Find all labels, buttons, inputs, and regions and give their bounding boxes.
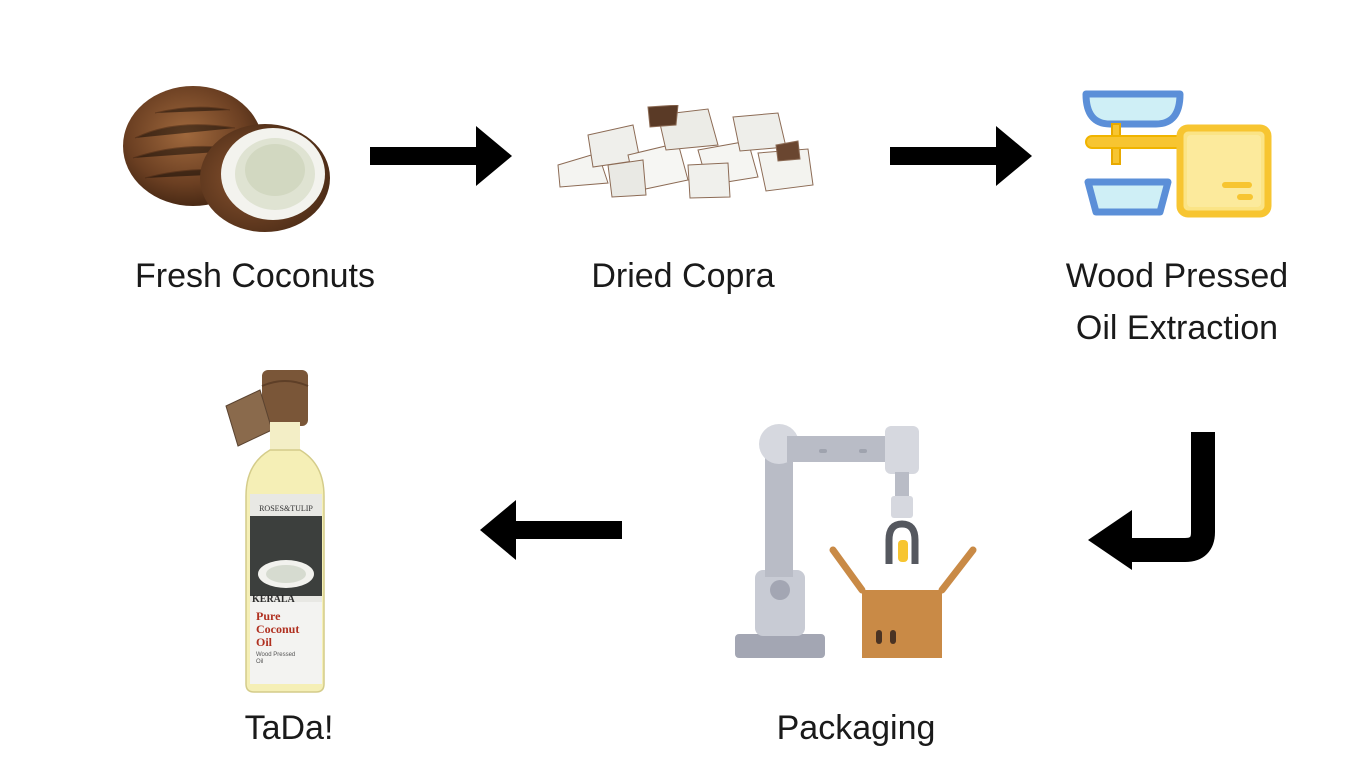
step-label-text-line2: Oil Extraction [1075, 309, 1279, 347]
arrow-right-icon [890, 126, 1032, 186]
arrow-right-icon [370, 126, 512, 186]
oil-press-icon [1082, 90, 1272, 218]
bottle-product-line2: Coconut [256, 622, 300, 636]
step-label-fresh-coconuts: Fresh Coconuts [105, 250, 405, 302]
coconut-icon [123, 86, 330, 232]
bottle-region: KERALA [252, 594, 295, 605]
step-label-dried-copra: Dried Copra [533, 250, 833, 302]
arrow-left-icon [480, 500, 622, 560]
bottle-product-line3: Oil [256, 635, 273, 649]
robot-arm-packaging-icon [735, 424, 977, 658]
bottle-sub1: Wood Pressed [256, 652, 296, 658]
step-label-tada: TaDa! [139, 702, 439, 754]
step-label-text: Dried Copra [591, 257, 775, 295]
bottle-sub2: Oil [256, 659, 264, 665]
copra-icon [557, 105, 814, 199]
step-label-wood-pressed: Wood Pressed Oil Extraction [1027, 250, 1327, 354]
step-label-packaging: Packaging [706, 702, 1006, 754]
step-label-text: Fresh Coconuts [135, 257, 375, 295]
step-label-text: Packaging [776, 709, 936, 747]
bottle-product-line1: Pure [256, 609, 281, 623]
coconut-oil-bottle-icon [225, 370, 325, 693]
arrow-down-left-icon [1088, 432, 1215, 570]
step-label-text: TaDa! [244, 709, 334, 747]
bottle-brand: ROSES&TULIP [259, 504, 313, 513]
step-label-text-line1: Wood Pressed [1065, 257, 1289, 295]
